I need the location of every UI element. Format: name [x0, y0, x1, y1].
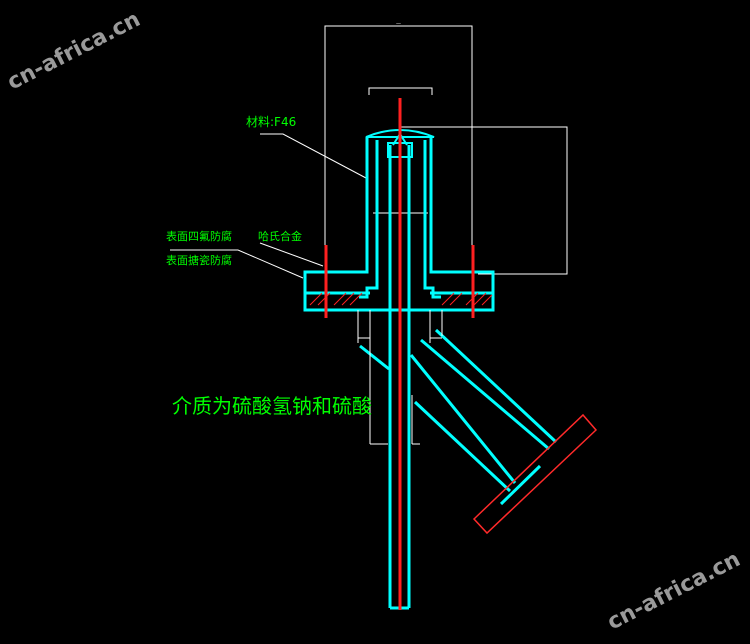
dimension-mark-top: —: [396, 21, 401, 27]
dimension-lines: [170, 25, 568, 279]
branch-pipe-upper-wall-outer: [434, 328, 558, 444]
overall-width-dimension: [324, 25, 473, 270]
body-inner-wall-right: [423, 140, 441, 299]
surface-enamel-label: 表面搪瓷防腐: [166, 253, 232, 267]
top-cap: [365, 129, 435, 138]
surface-ptfe-label: 表面四氟防腐: [166, 229, 232, 243]
watermark-top-left: cn-africa.cn: [3, 7, 144, 95]
cap-width-dimension: [368, 87, 433, 95]
branch-flange: [472, 413, 598, 535]
probe-body: [303, 129, 558, 610]
branch-pipe-upper-wall: [420, 338, 550, 451]
surface-leader: [170, 249, 304, 279]
material-label: 材料:F46: [246, 115, 296, 129]
sleeve-chamfer: [359, 344, 390, 371]
alloy-label: 哈氏合金: [258, 229, 302, 243]
medium-label: 介质为硫酸氢钠和硫酸: [172, 394, 372, 418]
electrodes: [324, 98, 475, 610]
alloy-leader: [259, 242, 324, 267]
flange-hatching: [309, 292, 493, 306]
lower-sleeve: [357, 310, 443, 445]
watermark-bottom-right: cn-africa.cn: [603, 547, 744, 635]
branch-pipe-lower-wall-inner: [413, 400, 512, 493]
height-dimension: [400, 126, 568, 275]
body-inner-wall-left: [359, 140, 379, 299]
branch-pipe-lower-wall: [409, 354, 517, 484]
material-leader: [260, 133, 367, 179]
